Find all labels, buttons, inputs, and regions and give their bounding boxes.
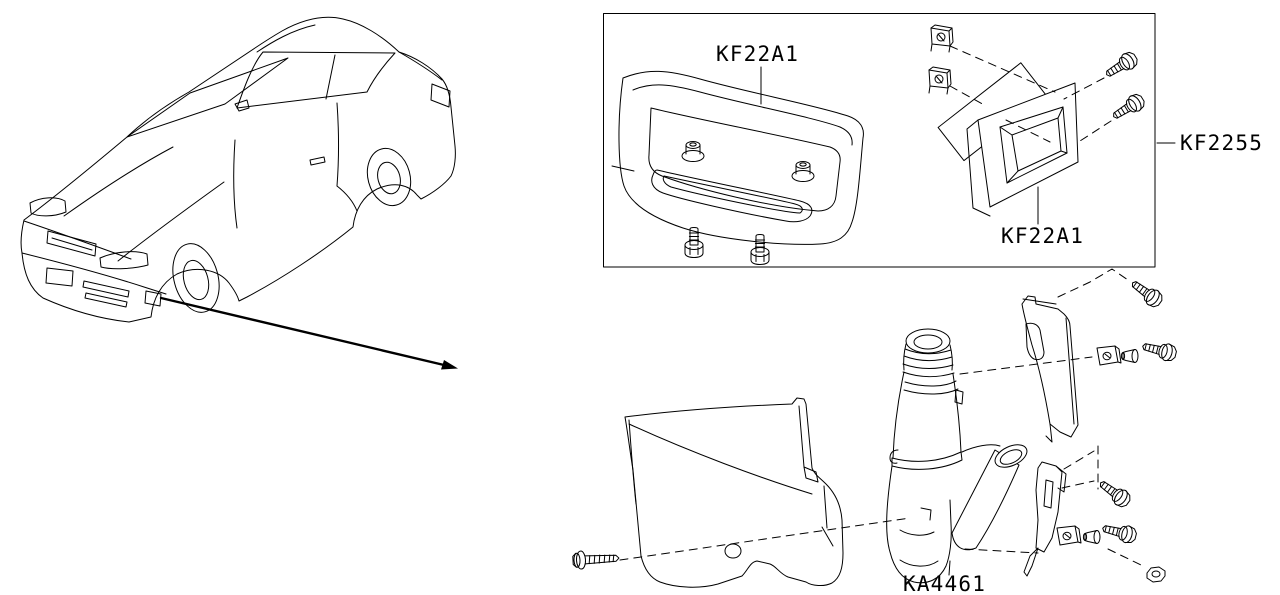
- car-license-plate: [45, 267, 74, 287]
- front-finisher-drawing: [611, 70, 864, 245]
- car-hood-front-edge: [23, 220, 132, 260]
- assembly-box: [603, 13, 1176, 268]
- stud-nut-1: [681, 141, 705, 162]
- callout-kf2255-assembly[interactable]: KF2255: [1180, 131, 1264, 155]
- car-illustration: [20, 16, 456, 323]
- assembly-box-border: [603, 13, 1156, 268]
- bezel-frame-drawing: [966, 82, 1079, 217]
- stud-nut-2: [791, 161, 815, 182]
- car-bumper-top-line: [21, 252, 167, 295]
- callout-kf22a1-finisher[interactable]: KF22A1: [716, 42, 800, 66]
- finisher-bolt-1: [684, 227, 704, 258]
- car-body-outline: [20, 16, 456, 323]
- clip-nut-bottom: [1056, 525, 1082, 546]
- car-fog-duct: [144, 290, 162, 307]
- car-rear-quarter-line: [336, 185, 358, 212]
- screw-bottom: [1100, 519, 1139, 546]
- grommet-mid: [1120, 349, 1139, 363]
- car-headlight-left: [29, 197, 67, 217]
- duct-leader-line: [948, 560, 951, 576]
- car-door-seam-front: [233, 139, 238, 229]
- car-door-handle: [309, 156, 326, 166]
- clip-1: [930, 24, 954, 53]
- front-wheel: [172, 243, 220, 313]
- lower-exploded-view: [572, 268, 1179, 588]
- car-bumper-slot-1: [82, 280, 130, 298]
- air-duct-drawing: [886, 328, 1028, 584]
- air-guide-screw: [572, 548, 620, 570]
- lower-bracket-drawing: [1023, 461, 1067, 577]
- clip-2: [928, 66, 952, 95]
- car-headlight-right: [99, 251, 149, 270]
- callout-kf22a1-bezel[interactable]: KF22A1: [1001, 224, 1085, 248]
- car-hood-crease-2: [117, 181, 225, 262]
- car-trunk-seam: [398, 51, 443, 81]
- upper-bracket-drawing: [1021, 295, 1079, 443]
- air-guide-drawing: [624, 397, 844, 588]
- car-tail-light: [430, 83, 451, 108]
- assembly-dash-lines: [949, 45, 1112, 143]
- car-windshield: [126, 57, 289, 138]
- car-grille: [46, 230, 97, 257]
- grommet-bottom: [1082, 530, 1101, 544]
- car-roof-line: [256, 24, 316, 53]
- duct-dash-lines: [619, 268, 1144, 567]
- car-glass-divider: [325, 54, 336, 100]
- car-mirror: [234, 99, 250, 112]
- screw-mid: [1140, 337, 1179, 364]
- bracket-bolt-lower: [1095, 475, 1134, 511]
- clip-nut-mid: [1096, 345, 1122, 366]
- bezel-screw-1: [1101, 48, 1141, 83]
- hex-nut-bottom: [1146, 566, 1166, 583]
- pointer-arrow: [159, 296, 458, 370]
- car-bumper-slot-2: [84, 292, 128, 308]
- finisher-bolt-2: [750, 234, 770, 265]
- bezel-screw-2: [1108, 90, 1148, 125]
- bracket-bolt-top: [1127, 275, 1166, 311]
- car-side-glass: [236, 51, 396, 109]
- car-door-seam-rear: [336, 102, 339, 187]
- callout-ka4461-duct[interactable]: KA4461: [903, 572, 987, 595]
- car-hood-crease-1: [63, 146, 174, 217]
- rear-wheel: [366, 147, 412, 207]
